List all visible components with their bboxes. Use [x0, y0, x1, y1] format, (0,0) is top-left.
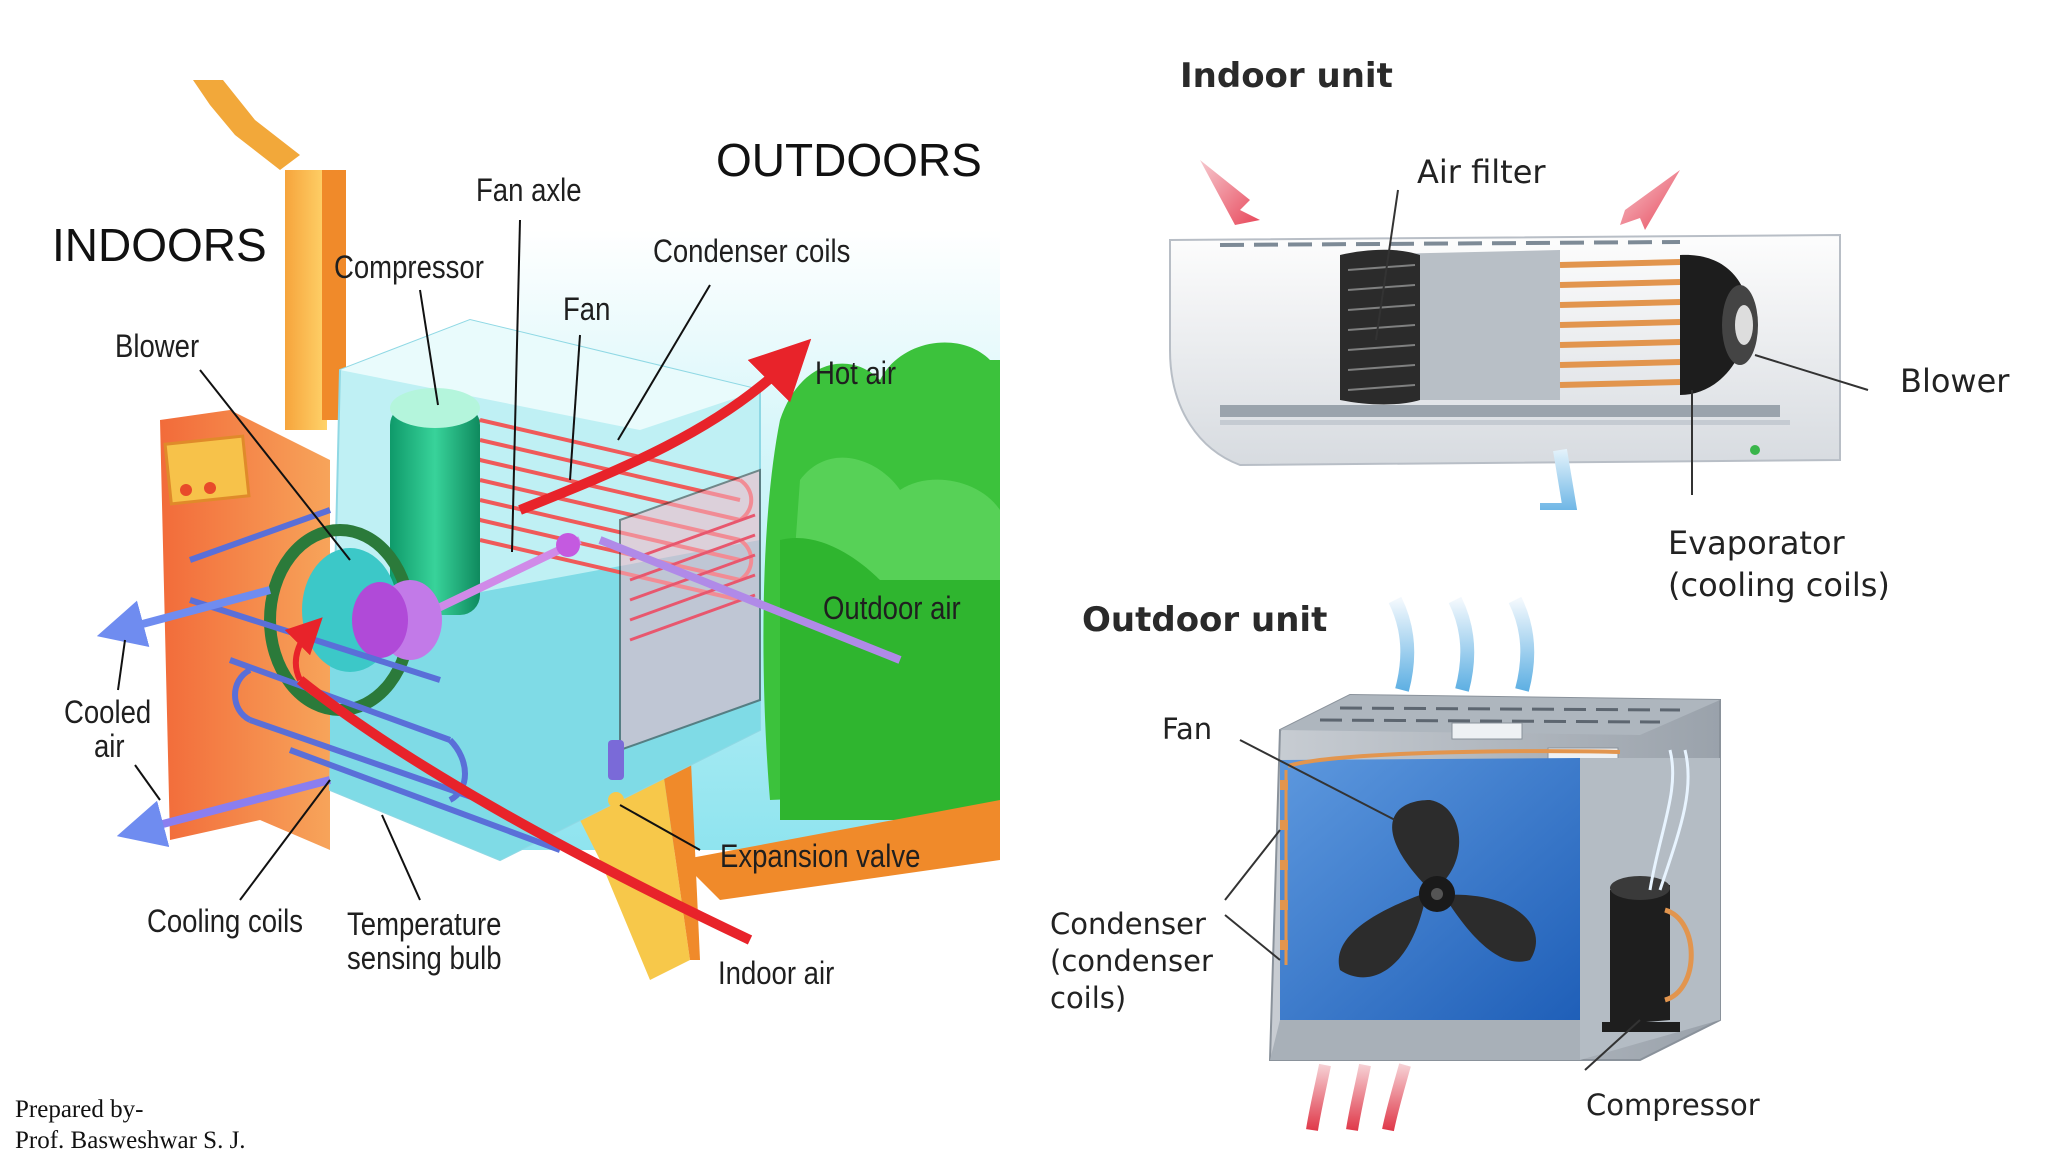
outdoor-compressor-label: Compressor	[1586, 1088, 1760, 1122]
compressor-label: Compressor	[334, 249, 484, 285]
indoors-label: INDOORS	[52, 219, 267, 271]
credit-line-2: Prof. Basweshwar S. J.	[15, 1127, 246, 1154]
hot-air-label: Hot air	[815, 355, 897, 391]
credit-line-1: Prepared by-	[15, 1096, 144, 1123]
blower-label: Blower	[115, 328, 200, 364]
hot-air-arrow	[518, 338, 812, 515]
outdoor-unit-title: Outdoor unit	[1082, 600, 1328, 640]
evaporator-label-2: (cooling coils)	[1668, 566, 1890, 604]
indoor-unit-title: Indoor unit	[1180, 56, 1393, 96]
cooled-air-label-2: air	[94, 728, 125, 764]
cooling-coils-graphic	[188, 507, 562, 853]
compressor-graphic	[390, 405, 480, 615]
air-filter-label: Air filter	[1417, 153, 1546, 191]
temperature-bulb-label-1: Temperature	[347, 906, 502, 942]
window-ac-cutaway	[96, 80, 1000, 980]
condenser-label-1: Condenser	[1050, 907, 1206, 941]
fan-axle-label: Fan axle	[476, 172, 582, 208]
expansion-valve-label: Expansion valve	[720, 838, 921, 874]
indoor-air-label: Indoor air	[718, 955, 835, 991]
condenser-label-3: coils)	[1050, 981, 1127, 1015]
condenser-label-2: (condenser	[1050, 944, 1213, 978]
evaporator-label-1: Evaporator	[1668, 524, 1845, 562]
credit-block: Prepared by- Prof. Basweshwar S. J.	[15, 1094, 246, 1156]
indoor-front-panel	[160, 410, 330, 850]
cooling-coils-label: Cooling coils	[147, 903, 304, 939]
temperature-bulb-label-2: sensing bulb	[347, 940, 502, 976]
outdoors-label: OUTDOORS	[716, 134, 982, 186]
cooled-air-label-1: Cooled	[64, 694, 152, 730]
fan-label: Fan	[563, 291, 611, 327]
indoor-blower-label: Blower	[1900, 362, 2010, 400]
compressor-graphic-outdoor	[1610, 885, 1670, 1025]
indoor-unit-illustration	[1169, 160, 1869, 510]
outdoor-fan-blades	[1338, 800, 1536, 978]
condenser-coils-label: Condenser coils	[653, 233, 851, 269]
outdoor-fan-label: Fan	[1162, 712, 1213, 746]
outdoor-air-label: Outdoor air	[823, 590, 961, 626]
outdoor-unit-illustration	[1224, 596, 1721, 1132]
